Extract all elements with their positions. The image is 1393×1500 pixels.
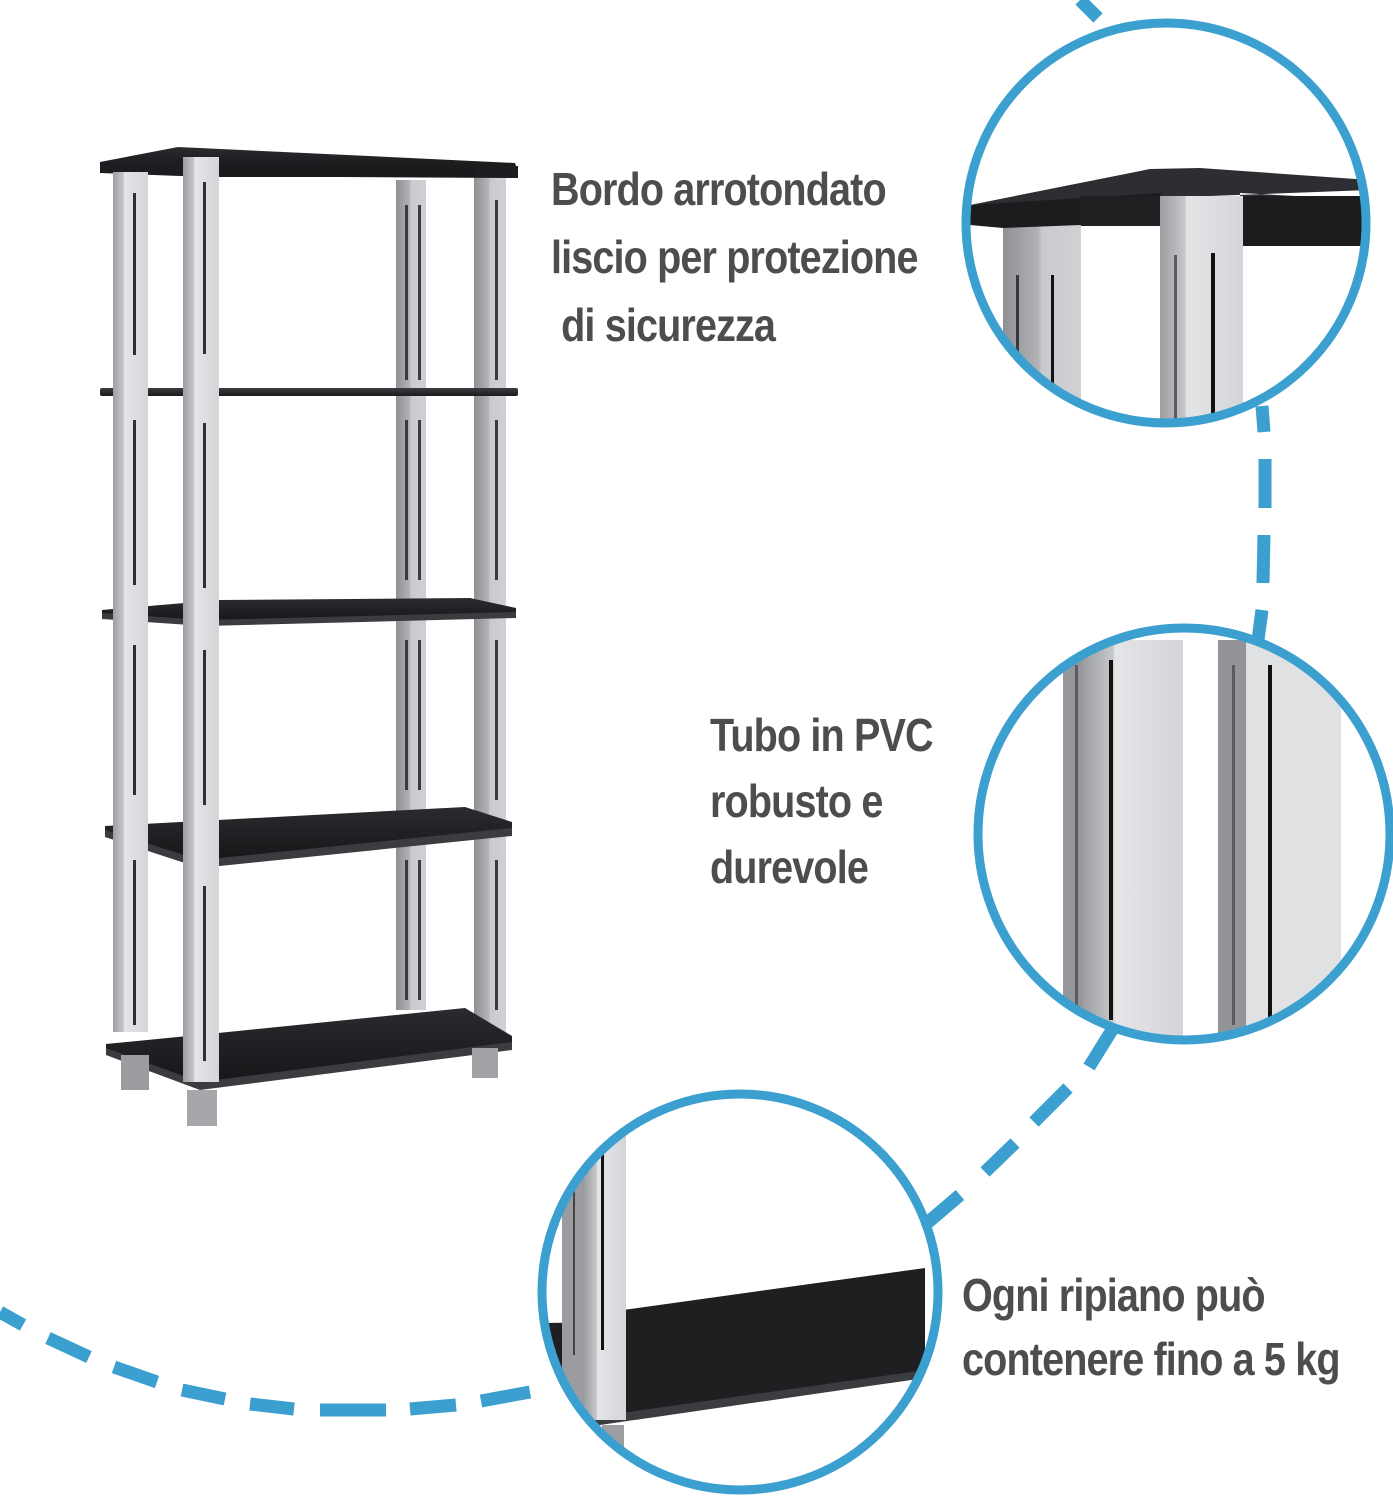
shelf-1-top (100, 147, 518, 178)
shelf-5-bottom (106, 1008, 512, 1090)
caption-line: robusto e (710, 775, 883, 827)
caption-rounded-edge: Bordo arrotondato liscio per protezione … (551, 166, 918, 370)
caption-line: durevole (710, 841, 869, 893)
detail-circle-pvc-tube (973, 623, 1393, 1045)
caption-line: Bordo arrotondato (551, 163, 887, 215)
shelf-2 (100, 388, 518, 396)
caption-line: contenere fino a 5 kg (962, 1333, 1341, 1385)
front-posts (113, 157, 498, 1126)
caption-line: liscio per protezione (551, 231, 918, 283)
caption-line: Ogni ripiano può (962, 1269, 1266, 1321)
shelf-3 (102, 598, 516, 626)
shelf-unit-illustration (100, 147, 518, 1126)
caption-line: Tubo in PVC (710, 709, 934, 761)
dashed-connector (0, 0, 1272, 1417)
caption-pvc-tube: Tubo in PVC robusto e durevole (710, 709, 934, 910)
caption-shelf-capacity: Ogni ripiano può contenere fino a 5 kg (962, 1269, 1341, 1400)
detail-circle-rounded-edge (961, 18, 1371, 428)
caption-line: di sicurezza (551, 299, 776, 351)
shelf-4 (105, 807, 512, 868)
detail-circle-shelf-capacity (537, 1089, 943, 1495)
